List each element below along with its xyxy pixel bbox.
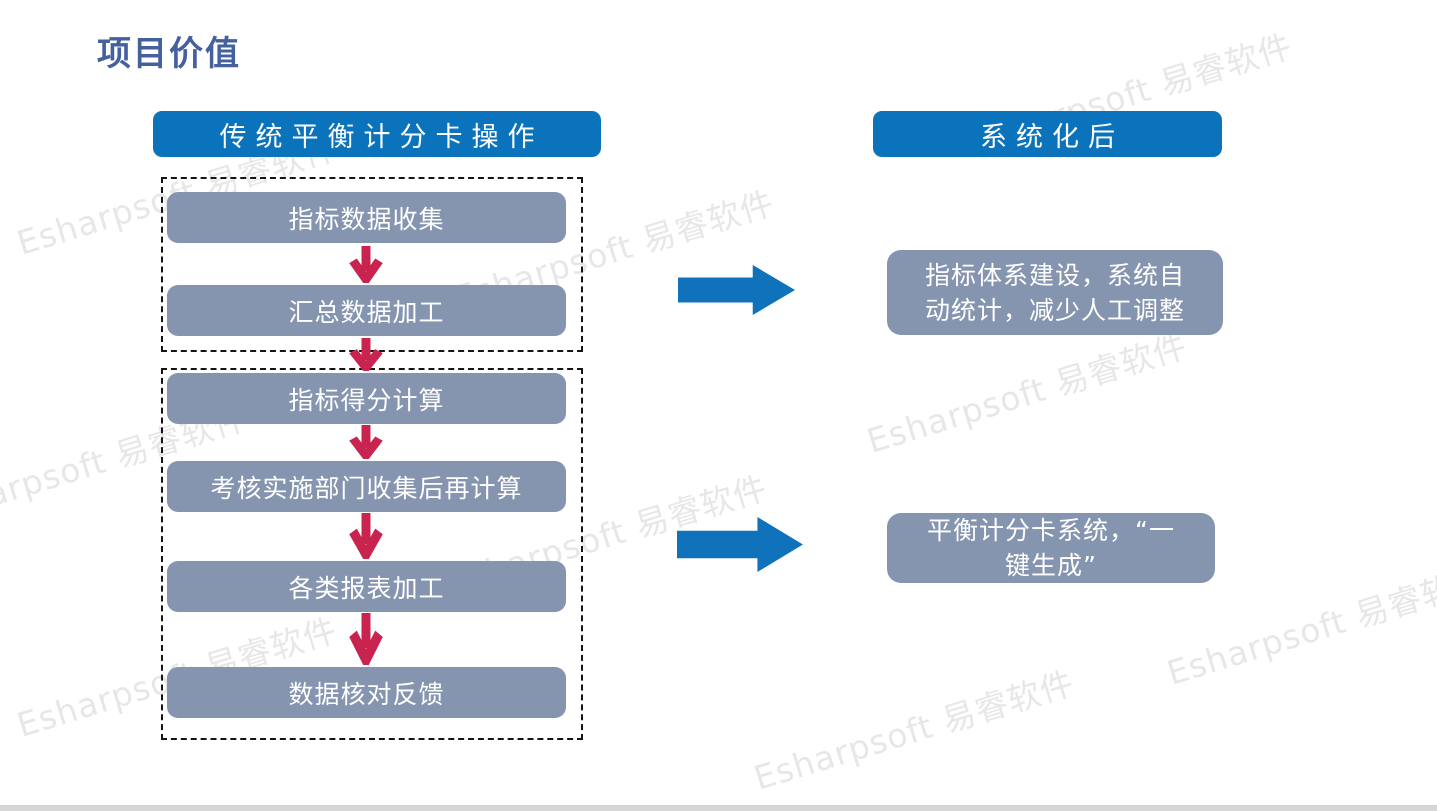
- step-box-summary-data-processing: 汇总数据加工: [167, 285, 566, 336]
- benefit-box-indicator-system: 指标体系建设，系统自 动统计，减少人工调整: [887, 250, 1223, 335]
- dashed-group-data-collection: [161, 177, 583, 352]
- bottom-edge-bar: [0, 805, 1437, 811]
- step-box-department-recalculation: 考核实施部门收集后再计算: [167, 461, 566, 512]
- benefit-line: 键生成”: [1005, 551, 1097, 580]
- down-arrow-icon: [348, 425, 384, 459]
- left-column-header: 传统平衡计分卡操作: [153, 111, 601, 157]
- step-box-data-check-feedback: 数据核对反馈: [167, 667, 566, 718]
- benefit-line: 动统计，减少人工调整: [924, 295, 1185, 325]
- down-arrow-icon: [348, 246, 384, 283]
- dashed-group-calculation-reporting: [161, 368, 583, 740]
- down-arrow-icon: [348, 338, 384, 371]
- step-box-indicator-data-collection: 指标数据收集: [167, 192, 566, 243]
- benefit-line: 指标体系建设，系统自: [924, 260, 1185, 290]
- right-arrow-icon: [678, 264, 796, 316]
- step-box-report-processing: 各类报表加工: [167, 561, 566, 612]
- page-title: 项目价值: [97, 34, 241, 74]
- benefit-box-one-click-generation: 平衡计分卡系统，“一 键生成”: [887, 513, 1215, 583]
- right-column-header: 系统化后: [873, 111, 1222, 157]
- benefit-line: 平衡计分卡系统，“一: [927, 516, 1175, 545]
- down-arrow-icon: [348, 613, 384, 665]
- right-arrow-icon: [677, 516, 804, 573]
- step-box-score-calculation: 指标得分计算: [167, 373, 566, 424]
- down-arrow-icon: [348, 513, 384, 559]
